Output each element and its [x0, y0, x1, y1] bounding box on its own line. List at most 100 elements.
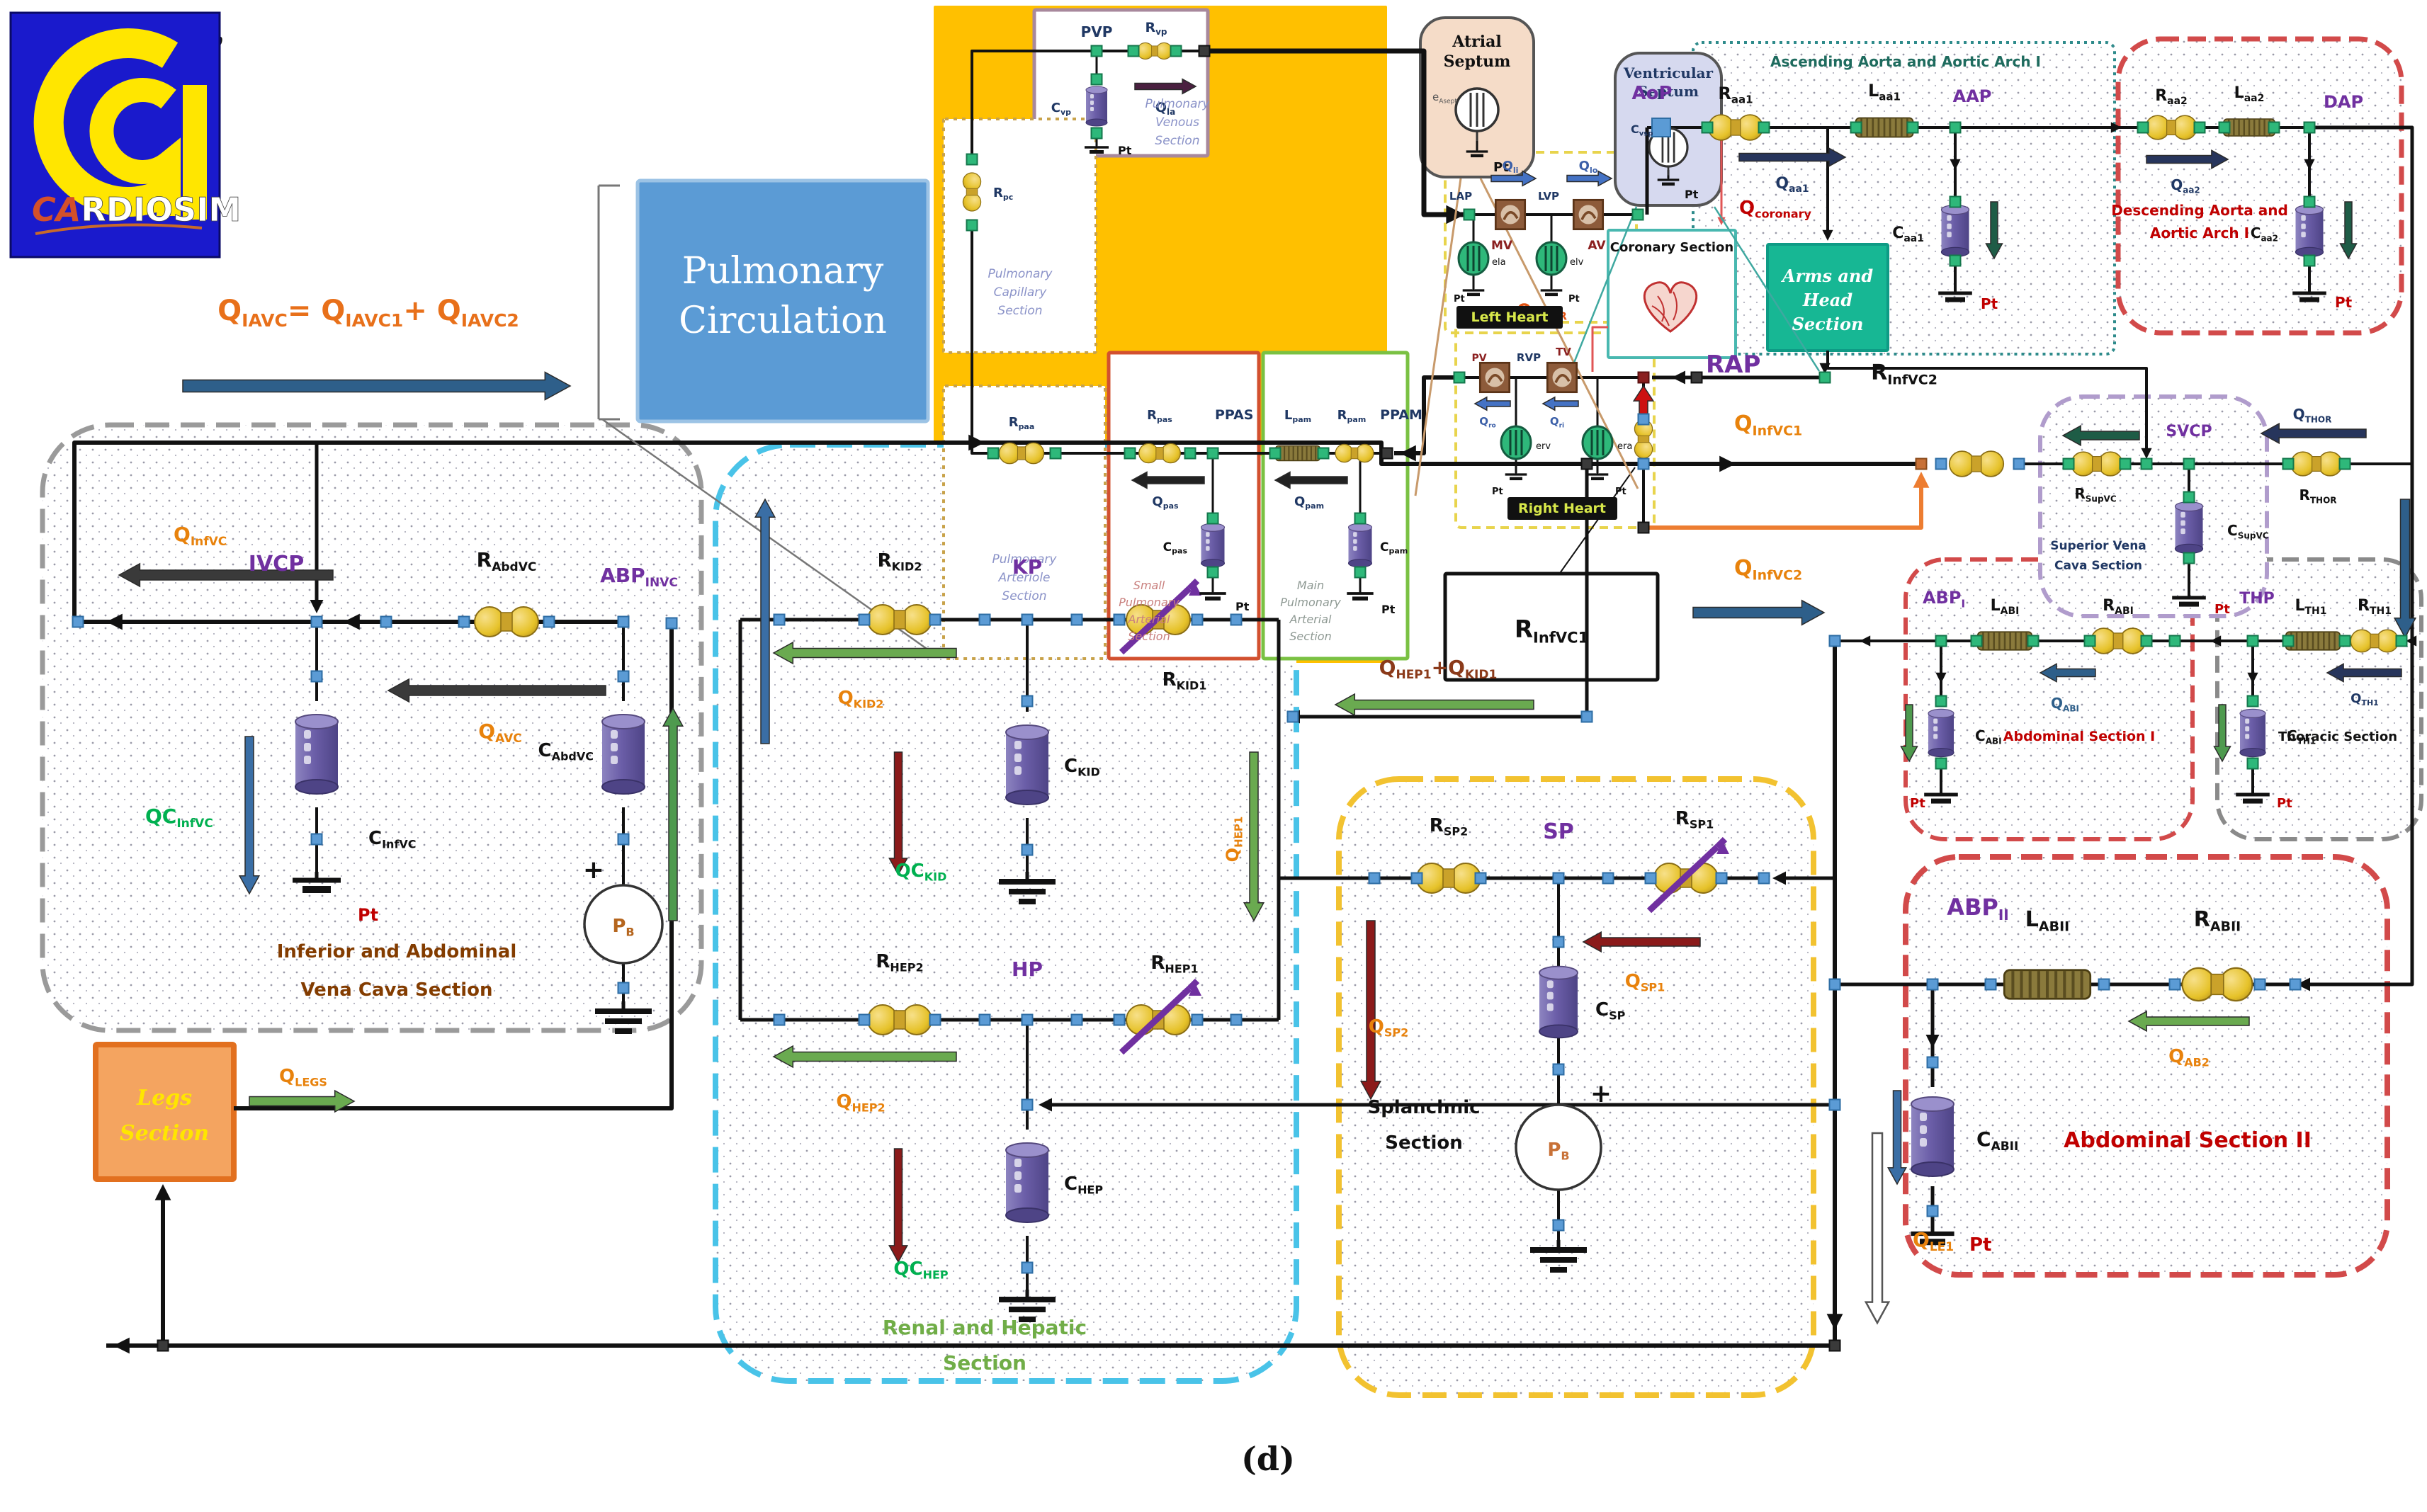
svg-text:RKID2: RKID2	[878, 550, 922, 574]
flow-caa1-down	[1985, 201, 2003, 260]
svg-text:Small: Small	[1133, 579, 1165, 592]
label-lpam: Lpam	[1284, 408, 1311, 424]
label-rabi: RABI	[2103, 597, 2134, 617]
label-rhep2: RHEP2	[876, 951, 923, 974]
title-renal-1: Renal and Hepatic	[883, 1316, 1087, 1339]
svg-text:AAP: AAP	[1953, 86, 1992, 106]
resistor-rabi	[2090, 627, 2146, 654]
label-qpas: Qpas	[1152, 494, 1179, 511]
node	[1184, 447, 1196, 460]
node	[929, 613, 941, 626]
title-svc-1: Superior Vena	[2050, 539, 2146, 553]
label-pt-cvp: Pt	[1118, 144, 1132, 157]
pressure-source-pb-left	[583, 884, 664, 965]
svg-text:Pt: Pt	[1493, 160, 1509, 175]
label-svcp: SVCP	[2166, 423, 2212, 440]
svg-text:PB: PB	[612, 916, 634, 939]
title-abdominal-1: Abdominal Section I	[2003, 729, 2155, 744]
node	[1354, 512, 1367, 525]
svg-text:Qlo: Qlo	[1579, 159, 1598, 175]
svg-text:Section: Section	[1128, 630, 1170, 643]
svg-text:Pt: Pt	[1685, 188, 1699, 201]
node	[987, 447, 1000, 460]
node	[1915, 457, 1928, 470]
node	[1935, 695, 1947, 707]
elastance-lv	[1535, 241, 1568, 276]
label-ckid: CKID	[1064, 756, 1100, 779]
ground-rh-1	[1505, 470, 1527, 481]
label-rkid1: RKID1	[1162, 669, 1207, 693]
cap-col	[971, 225, 993, 455]
svg-text:RVP: RVP	[1517, 351, 1541, 364]
flow-cth-down	[2213, 704, 2231, 763]
main-pulmonary-arterial-section	[1261, 351, 1410, 661]
ground-cabi	[1924, 788, 1958, 804]
label-qpam: Qpam	[1294, 494, 1324, 511]
svg-text:Ventricular: Ventricular	[1623, 64, 1714, 81]
ground-cpam	[1347, 589, 1374, 601]
svg-text:Pt: Pt	[2214, 602, 2230, 617]
svg-text:elv: elv	[1570, 257, 1584, 268]
dap-loop	[2297, 125, 2414, 991]
node	[1828, 635, 1841, 647]
svg-text:QSP2: QSP2	[1369, 1016, 1409, 1040]
svg-text:Laa2: Laa2	[2234, 84, 2265, 104]
label-pvp: PVP	[1081, 23, 1113, 40]
node	[310, 833, 323, 846]
svg-text:THP: THP	[2239, 590, 2275, 608]
descending-aorta-section	[2115, 36, 2404, 336]
node	[1651, 118, 1671, 137]
label-rvp: RVP	[1517, 351, 1541, 364]
node	[1637, 413, 1650, 426]
label-pt-caa2: Pt	[2335, 294, 2353, 311]
title-ventr-septum-1: Ventricular	[1623, 64, 1714, 81]
title-main-art-3: Arterial	[1289, 613, 1332, 626]
coronary-out	[1591, 326, 1608, 372]
svg-text:QSP1: QSP1	[1625, 971, 1665, 994]
label-rth1: RTH1	[2358, 597, 2392, 617]
node	[617, 833, 630, 846]
svg-text:Venous: Venous	[1155, 115, 1199, 130]
node	[1637, 457, 1650, 470]
node	[2303, 195, 2316, 208]
inductor-lpam	[1274, 445, 1321, 462]
label-csupvc: CSupVC	[2227, 522, 2269, 540]
label-hp: HP	[1012, 957, 1043, 981]
svg-text:Laa1: Laa1	[1868, 81, 1901, 103]
title-ivc-2: Vena Cava Section	[300, 979, 492, 1001]
node	[1828, 978, 1841, 991]
resistor-rkid2	[867, 604, 932, 635]
node	[2062, 457, 2075, 470]
label-qro: Qro	[1479, 415, 1495, 429]
node	[1368, 872, 1381, 885]
node	[773, 613, 786, 626]
svg-text:QInfVC: QInfVC	[174, 523, 227, 549]
badge-right-heart: Right Heart	[1507, 497, 1617, 520]
title-small-art-2: Pulmonary	[1119, 596, 1179, 609]
svg-text:LABII: LABII	[2025, 907, 2069, 935]
svg-text:Section: Section	[1289, 630, 1331, 643]
capacitor-caa1	[1940, 204, 1970, 258]
svg-text:Coronary Section: Coronary Section	[1610, 240, 1733, 255]
label-aap: AAP	[1953, 86, 1992, 106]
svg-text:LTH1: LTH1	[2295, 597, 2326, 617]
label-pt-cabii: Pt	[1969, 1234, 1991, 1256]
svg-text:Septum: Septum	[1444, 52, 1511, 71]
svg-text:Section: Section	[120, 1121, 209, 1146]
ground-pb-left	[595, 1001, 652, 1034]
resistor-rthor	[2290, 451, 2343, 477]
node	[1701, 121, 1714, 134]
node	[2119, 457, 2132, 470]
title-splanchnic-1: Splanchnic	[1367, 1097, 1480, 1118]
flow-caa2-down	[2339, 201, 2358, 260]
title-svc-2: Cava Section	[2054, 559, 2142, 573]
svg-text:Qaa1: Qaa1	[1775, 175, 1809, 195]
node	[1090, 73, 1103, 86]
label-erv: erv	[1536, 441, 1551, 452]
capacitor-cinfvc	[295, 714, 339, 795]
node	[929, 1013, 941, 1026]
ground-cvp	[1085, 143, 1109, 154]
label-caa2: Caa2	[2251, 224, 2278, 243]
tricuspid-valve	[1546, 361, 1578, 394]
label-qinfvc2: QInfVC2	[1734, 556, 1802, 584]
